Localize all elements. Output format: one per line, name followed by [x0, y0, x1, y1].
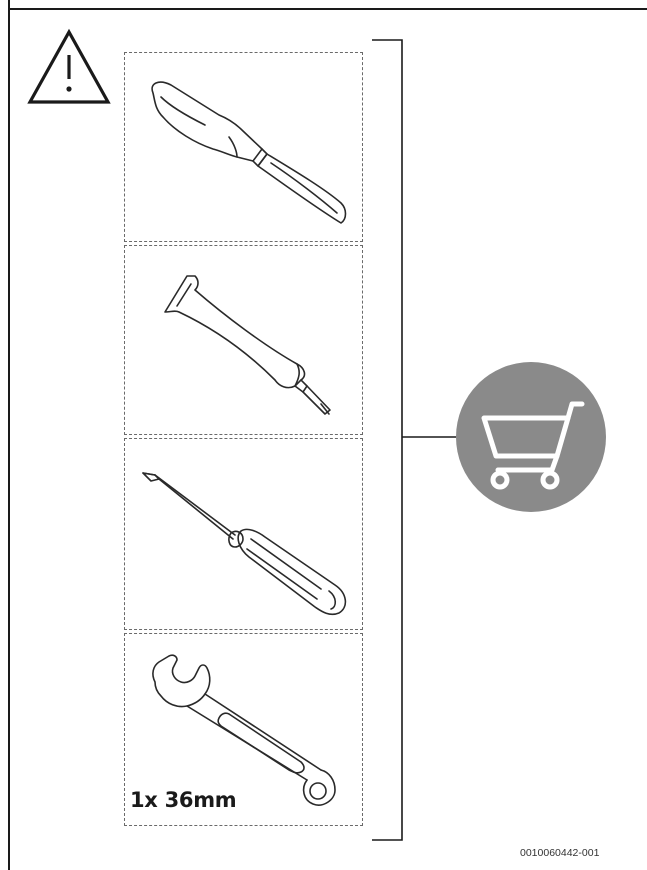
frame-left-border — [8, 0, 10, 870]
knife-icon — [125, 53, 364, 243]
shopping-cart-badge — [456, 362, 606, 512]
warning-icon — [26, 28, 112, 106]
wrench-size-label: 1x 36mm — [130, 788, 236, 812]
frame-top-border — [8, 8, 647, 10]
tool-panel-screwdriver — [124, 438, 363, 630]
document-id: 0010060442-001 — [520, 847, 599, 859]
screwdriver-icon — [125, 439, 364, 631]
tool-panel-knife — [124, 52, 363, 242]
shopping-cart-icon — [456, 362, 606, 512]
tool-panel-sealant — [124, 245, 363, 435]
sealant-tube-icon — [125, 246, 364, 436]
